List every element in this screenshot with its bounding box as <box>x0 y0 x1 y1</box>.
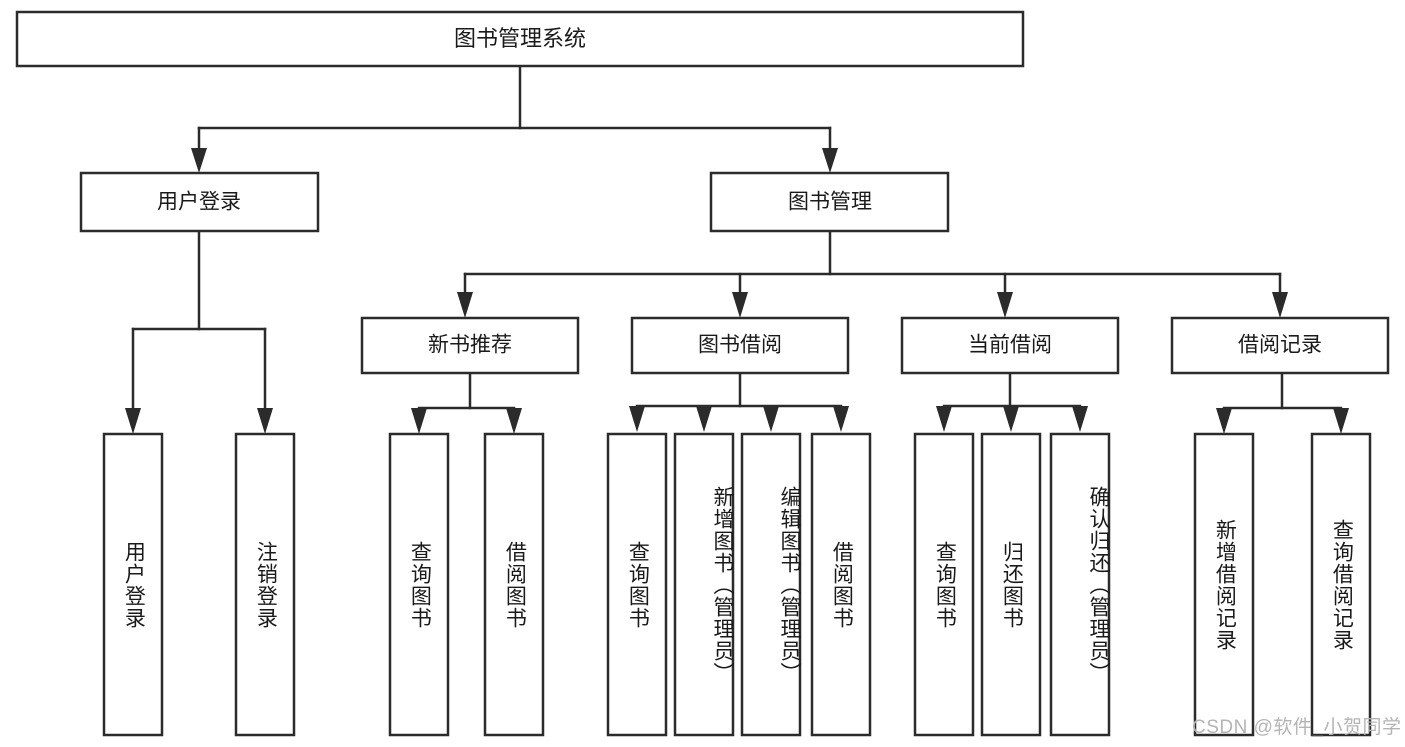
leaf-box-add-record[interactable] <box>1193 432 1255 737</box>
connector-group-borrow-record <box>1216 371 1349 434</box>
arrow-head-book-borrow <box>732 292 748 318</box>
leaf-box-edit-book[interactable] <box>740 432 802 737</box>
node-new-book-recommend[interactable]: 新书推荐 <box>360 316 580 375</box>
arrow-head-borrow-record <box>1272 292 1288 318</box>
node-user-login-box[interactable] <box>79 171 320 233</box>
node-book-management-box[interactable] <box>709 171 950 233</box>
leaf-box-query-book-3[interactable] <box>913 432 975 737</box>
node-new-book-recommend-label: 新书推荐 <box>428 334 512 357</box>
arrow-head-user-login <box>191 148 207 173</box>
leaf-box-return-book[interactable] <box>980 432 1042 737</box>
node-current-borrow-box[interactable] <box>900 316 1120 375</box>
connector-group-current-borrow <box>936 371 1088 432</box>
node-borrow-record-label: 借阅记录 <box>1238 334 1322 357</box>
arrow-head-current-borrow <box>997 292 1013 318</box>
leaf-box-query-record[interactable] <box>1310 432 1372 737</box>
arrow-head-leaf-logout-login <box>257 408 273 434</box>
connector-group-user-login <box>125 229 273 434</box>
node-current-borrow-label: 当前借阅 <box>968 334 1052 357</box>
arrow-head-leaf-confirm-return <box>1072 406 1088 432</box>
arrow-head-leaf-query-book-2 <box>629 406 645 432</box>
node-book-management-label: 图书管理 <box>788 191 872 214</box>
leaf-box-borrow-book-1[interactable] <box>483 432 545 737</box>
connector-group-root <box>191 64 838 173</box>
arrow-head-leaf-add-book <box>696 406 712 432</box>
node-book-borrow-label: 图书借阅 <box>698 334 782 357</box>
leaf-box-query-book-1[interactable] <box>388 432 450 737</box>
arrow-head-leaf-edit-book <box>763 406 779 432</box>
leaf-boxes-new-book-recommend <box>388 432 545 737</box>
node-root[interactable]: 图书管理系统 <box>15 10 1025 68</box>
node-new-book-recommend-box[interactable] <box>360 316 580 375</box>
arrow-head-leaf-query-record <box>1333 408 1349 434</box>
arrow-head-leaf-user-login <box>125 408 141 434</box>
leaf-box-query-book-2[interactable] <box>606 432 668 737</box>
leaf-boxes-book-borrow <box>606 432 872 737</box>
arrow-head-new-book-recommend <box>457 292 473 318</box>
node-root-label: 图书管理系统 <box>454 26 586 51</box>
leaf-box-user-login[interactable] <box>102 432 164 737</box>
node-current-borrow[interactable]: 当前借阅 <box>900 316 1120 375</box>
node-book-management[interactable]: 图书管理 <box>709 171 950 233</box>
leaf-box-logout-login[interactable] <box>234 432 296 737</box>
arrow-head-leaf-query-book-1 <box>411 408 427 434</box>
arrow-head-leaf-borrow-book-2 <box>833 406 849 432</box>
node-book-borrow[interactable]: 图书借阅 <box>630 316 850 375</box>
csdn-watermark: CSDN @软件_小贺同学 <box>1192 717 1402 738</box>
leaf-box-confirm-return[interactable] <box>1049 432 1111 737</box>
leaf-boxes-borrow-record <box>1193 432 1372 737</box>
arrow-head-leaf-borrow-book-1 <box>506 408 522 434</box>
node-borrow-record-box[interactable] <box>1170 316 1390 375</box>
leaf-box-borrow-book-2[interactable] <box>810 432 872 737</box>
node-root-box[interactable] <box>15 10 1025 68</box>
connector-group-book-borrow <box>629 371 849 432</box>
connector-group-book-management <box>457 229 1288 318</box>
node-borrow-record[interactable]: 借阅记录 <box>1170 316 1390 375</box>
node-user-login-label: 用户登录 <box>157 191 241 214</box>
leaf-boxes-current-borrow <box>913 432 1111 737</box>
arrow-head-book-management <box>822 148 838 173</box>
arrow-head-leaf-add-record <box>1216 408 1232 434</box>
leaf-box-add-book[interactable] <box>673 432 735 737</box>
arrow-head-leaf-query-book-3 <box>936 406 952 432</box>
node-user-login[interactable]: 用户登录 <box>79 171 320 233</box>
node-book-borrow-box[interactable] <box>630 316 850 375</box>
connector-group-new-book-recommend <box>411 371 522 434</box>
leaf-boxes-user-login <box>102 432 296 737</box>
arrow-head-leaf-return-book <box>1003 406 1019 432</box>
